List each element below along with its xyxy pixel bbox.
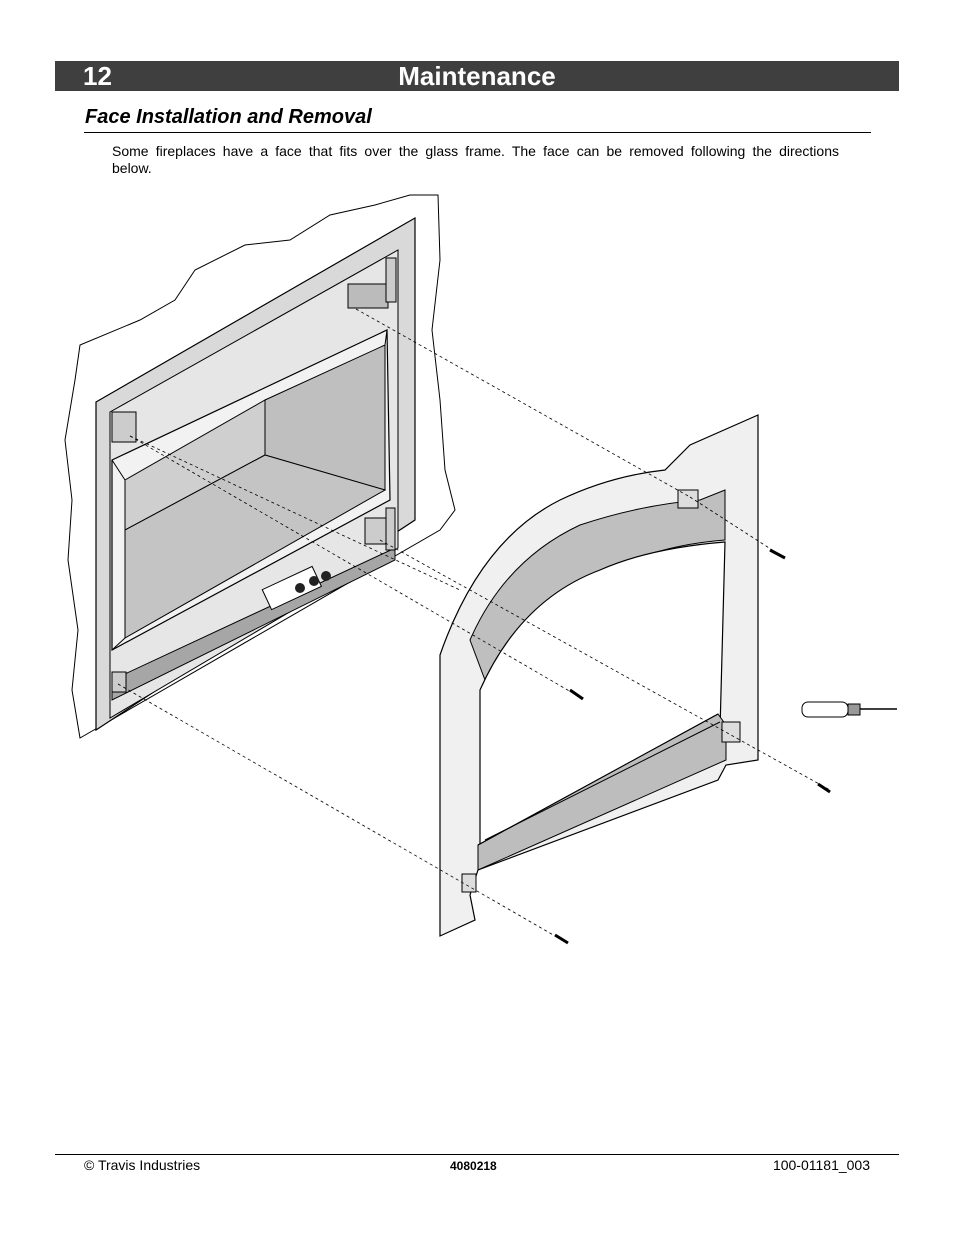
alignment-lines bbox=[117, 308, 831, 941]
footer-doc-number: 100-01181_003 bbox=[772, 1157, 870, 1173]
face-bracket-bottom-left bbox=[461, 873, 477, 893]
fireplace-bracket-bottom-left bbox=[111, 671, 127, 693]
fireplace-bracket-top-right bbox=[347, 257, 397, 309]
screw-icon-4 bbox=[554, 933, 569, 945]
face-bracket-right bbox=[721, 721, 741, 743]
chapter-header-bar: 12 Maintenance bbox=[55, 61, 899, 91]
footer-divider bbox=[55, 1154, 899, 1155]
screw-icon-3 bbox=[817, 782, 831, 794]
intro-paragraph: Some fireplaces have a face that fits ov… bbox=[112, 143, 839, 176]
section-title: Face Installation and Removal bbox=[85, 106, 372, 128]
screw-icon-2 bbox=[569, 688, 584, 701]
footer-code: 4080218 bbox=[450, 1159, 497, 1173]
section-divider bbox=[84, 132, 871, 133]
screw-icon-1 bbox=[769, 548, 786, 560]
fireplace-bracket-bottom-right bbox=[364, 507, 396, 551]
gas-valve-controls bbox=[261, 565, 331, 611]
chapter-number: 12 bbox=[83, 61, 112, 91]
firebox-floor bbox=[124, 454, 387, 639]
chapter-title: Maintenance bbox=[398, 61, 556, 91]
footer-copyright: © Travis Industries bbox=[84, 1157, 201, 1173]
face-bracket-top bbox=[677, 489, 699, 509]
screwdriver-icon bbox=[801, 701, 897, 718]
face-opening bbox=[479, 541, 726, 851]
